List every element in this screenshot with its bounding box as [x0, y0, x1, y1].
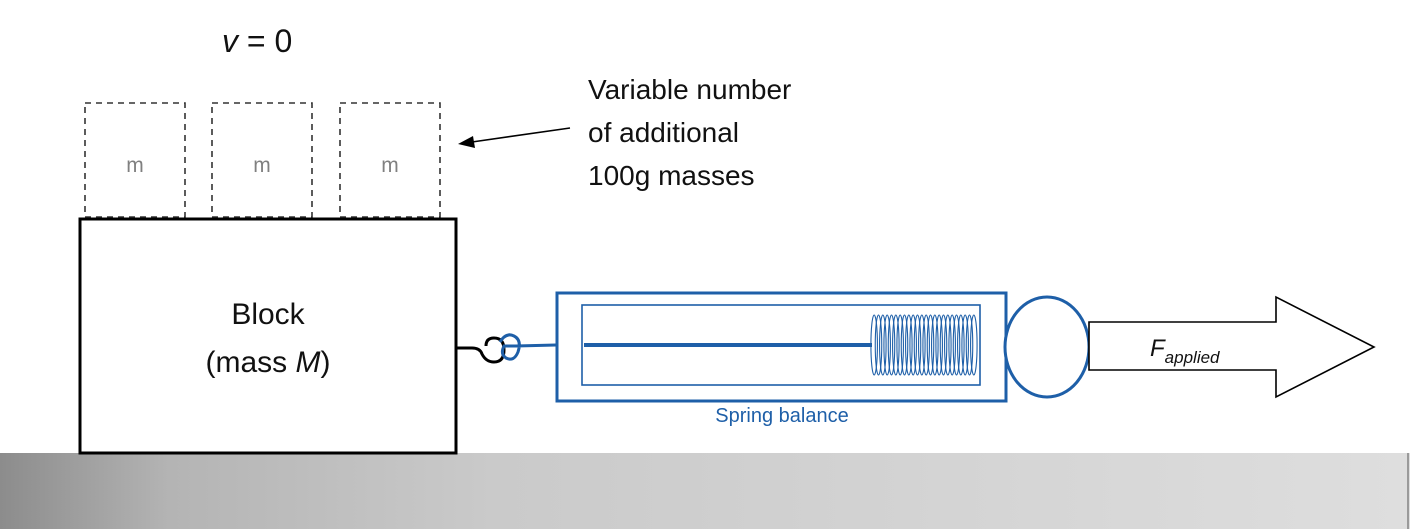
spring-balance — [555, 291, 1091, 403]
mass-box — [339, 102, 441, 218]
velocity-label: v = 0 — [222, 23, 292, 59]
spring-coil-turn — [935, 314, 943, 376]
mass-box — [84, 102, 186, 218]
masses-note-line: 100g masses — [588, 160, 755, 191]
masses-note-line: Variable number — [588, 74, 791, 105]
additional-masses: m m m — [84, 102, 441, 218]
spring-coil-turn — [948, 314, 956, 376]
ground-surface — [0, 453, 1410, 529]
spring-coil-turn — [892, 314, 900, 376]
spring-coil-turn — [874, 314, 883, 376]
masses-note-line: of additional — [588, 117, 739, 148]
spring-coil — [870, 314, 978, 376]
spring-coil-turn — [879, 314, 887, 376]
spring-coil-turn — [918, 314, 926, 376]
spring-coil-turn — [913, 314, 922, 376]
spring-coil-turn — [900, 314, 909, 376]
applied-force-label: Fapplied — [1150, 335, 1220, 367]
spring-coil-turn — [870, 314, 878, 376]
block-label: Block — [231, 298, 305, 331]
mass-label: m — [253, 154, 271, 177]
spring-coil-turn — [961, 314, 969, 376]
spring-balance-label: Spring balance — [715, 405, 848, 427]
block-mass-symbol: M — [296, 346, 321, 379]
applied-force-arrow — [1088, 295, 1376, 399]
block-mass-label: (mass M) — [206, 346, 331, 379]
spring-coil-turn — [965, 314, 974, 376]
hook-connector — [457, 333, 557, 364]
spring-coil-turn — [909, 314, 917, 376]
spring-coil-turn — [939, 314, 948, 376]
mass-label: m — [126, 154, 144, 177]
velocity-symbol: v — [222, 23, 240, 59]
spring-coil-turn — [952, 314, 961, 376]
spring-coil-turn — [922, 314, 930, 376]
block-mass-prefix: (mass — [206, 346, 296, 379]
mass-box — [211, 102, 313, 218]
spring-coil-turn — [896, 314, 904, 376]
block-mass-suffix: ) — [321, 346, 331, 379]
spring-coil-turn — [887, 314, 896, 376]
spring-coil-turn — [883, 314, 891, 376]
spring-coil-turn — [957, 314, 965, 376]
masses-note: Variable number of additional 100g masse… — [588, 74, 799, 191]
spring-coil-turn — [905, 314, 913, 376]
block — [78, 217, 458, 455]
mass-label: m — [381, 154, 399, 177]
spring-balance-inner-case — [581, 304, 981, 386]
spring-coil-turn — [926, 314, 935, 376]
spring-coil-turn — [931, 314, 939, 376]
force-subscript: applied — [1165, 348, 1220, 367]
spring-balance-ring — [1003, 295, 1091, 399]
spring-coil-turn — [944, 314, 952, 376]
velocity-value: = 0 — [238, 23, 292, 59]
spring-coil-turn — [970, 314, 978, 376]
force-symbol: F — [1150, 335, 1166, 362]
masses-pointer-arrow — [458, 127, 571, 148]
